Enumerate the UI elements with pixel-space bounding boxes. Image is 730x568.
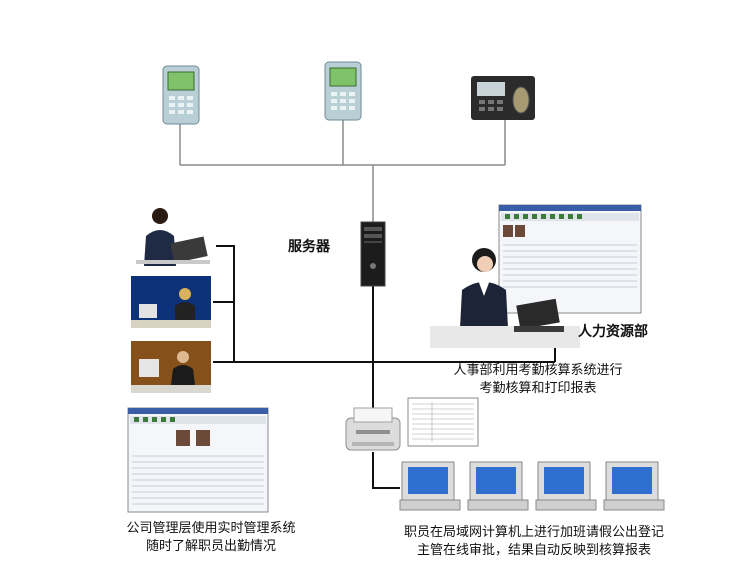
- manager-at-desk-photo: [131, 276, 211, 328]
- software-window-screenshot: [498, 204, 642, 314]
- attendance-terminal-icon: [324, 61, 362, 121]
- lan-workstation-icon: [467, 461, 529, 511]
- staff-desc-line2: 主管在线审批，结果自动反映到核算报表: [416, 543, 651, 558]
- server-tower-icon: [360, 221, 386, 287]
- hr-staff-with-laptop-photo: [430, 248, 580, 348]
- lan-workstation-icon: [535, 461, 597, 511]
- manager-at-computer-photo: [131, 341, 211, 393]
- mgmt-desc-line1: 公司管理层使用实时管理系统: [126, 521, 296, 536]
- attendance-terminal-icon: [162, 65, 200, 125]
- manager-with-laptop-photo: [130, 202, 216, 266]
- software-window-screenshot: [127, 407, 269, 513]
- hr-desc-line1: 人事部利用考勤核算系统进行: [453, 363, 623, 378]
- server-label: 服务器: [288, 239, 330, 255]
- connector-lines: [179, 120, 556, 489]
- report-sheet-icon: [407, 397, 479, 447]
- printer-icon: [345, 407, 401, 451]
- hr-desc-line2: 考勤核算和打印报表: [479, 381, 597, 396]
- lan-workstation-icon: [603, 461, 665, 511]
- mgmt-desc-line2: 随时了解职员出勤情况: [145, 539, 276, 554]
- fingerprint-reader-icon: [471, 76, 535, 120]
- lan-workstation-icon: [399, 461, 461, 511]
- hr-dept-label: 人力资源部: [578, 324, 648, 340]
- staff-desc-line1: 职员在局域网计算机上进行加班请假公出登记: [403, 525, 664, 540]
